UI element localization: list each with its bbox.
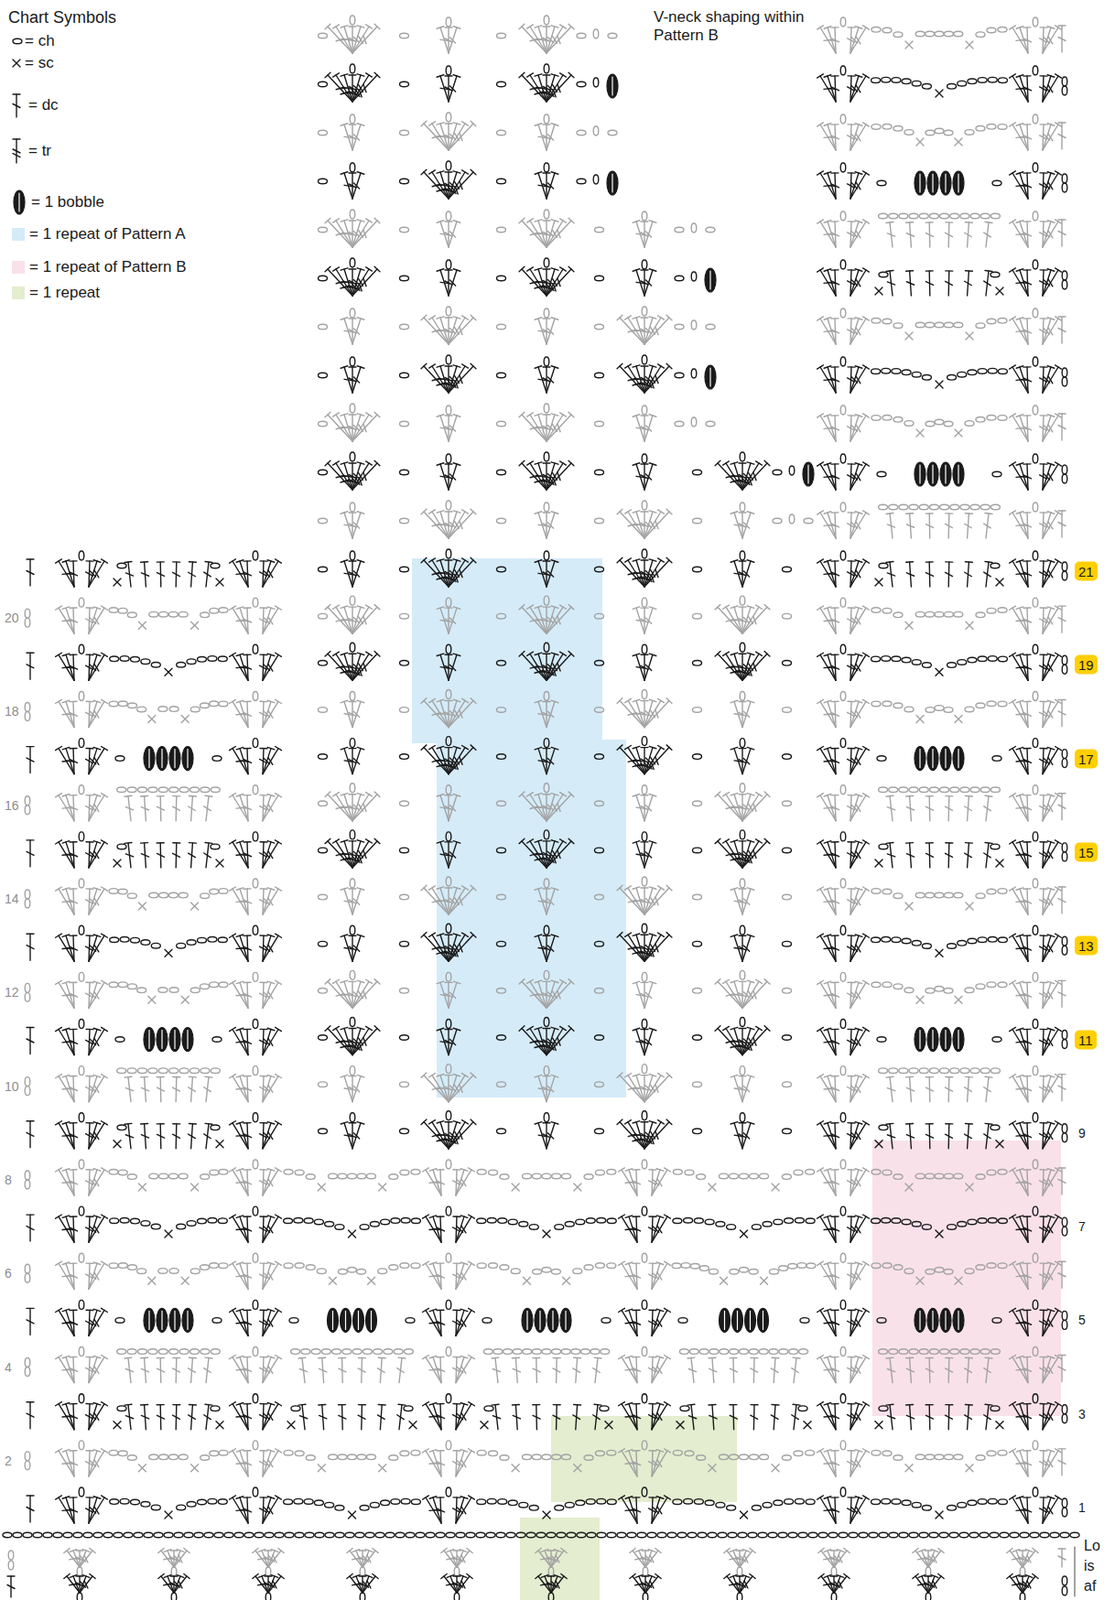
page: {"diagram": { "nodes": [{"text": ["21"]}… <box>0 0 1104 1600</box>
